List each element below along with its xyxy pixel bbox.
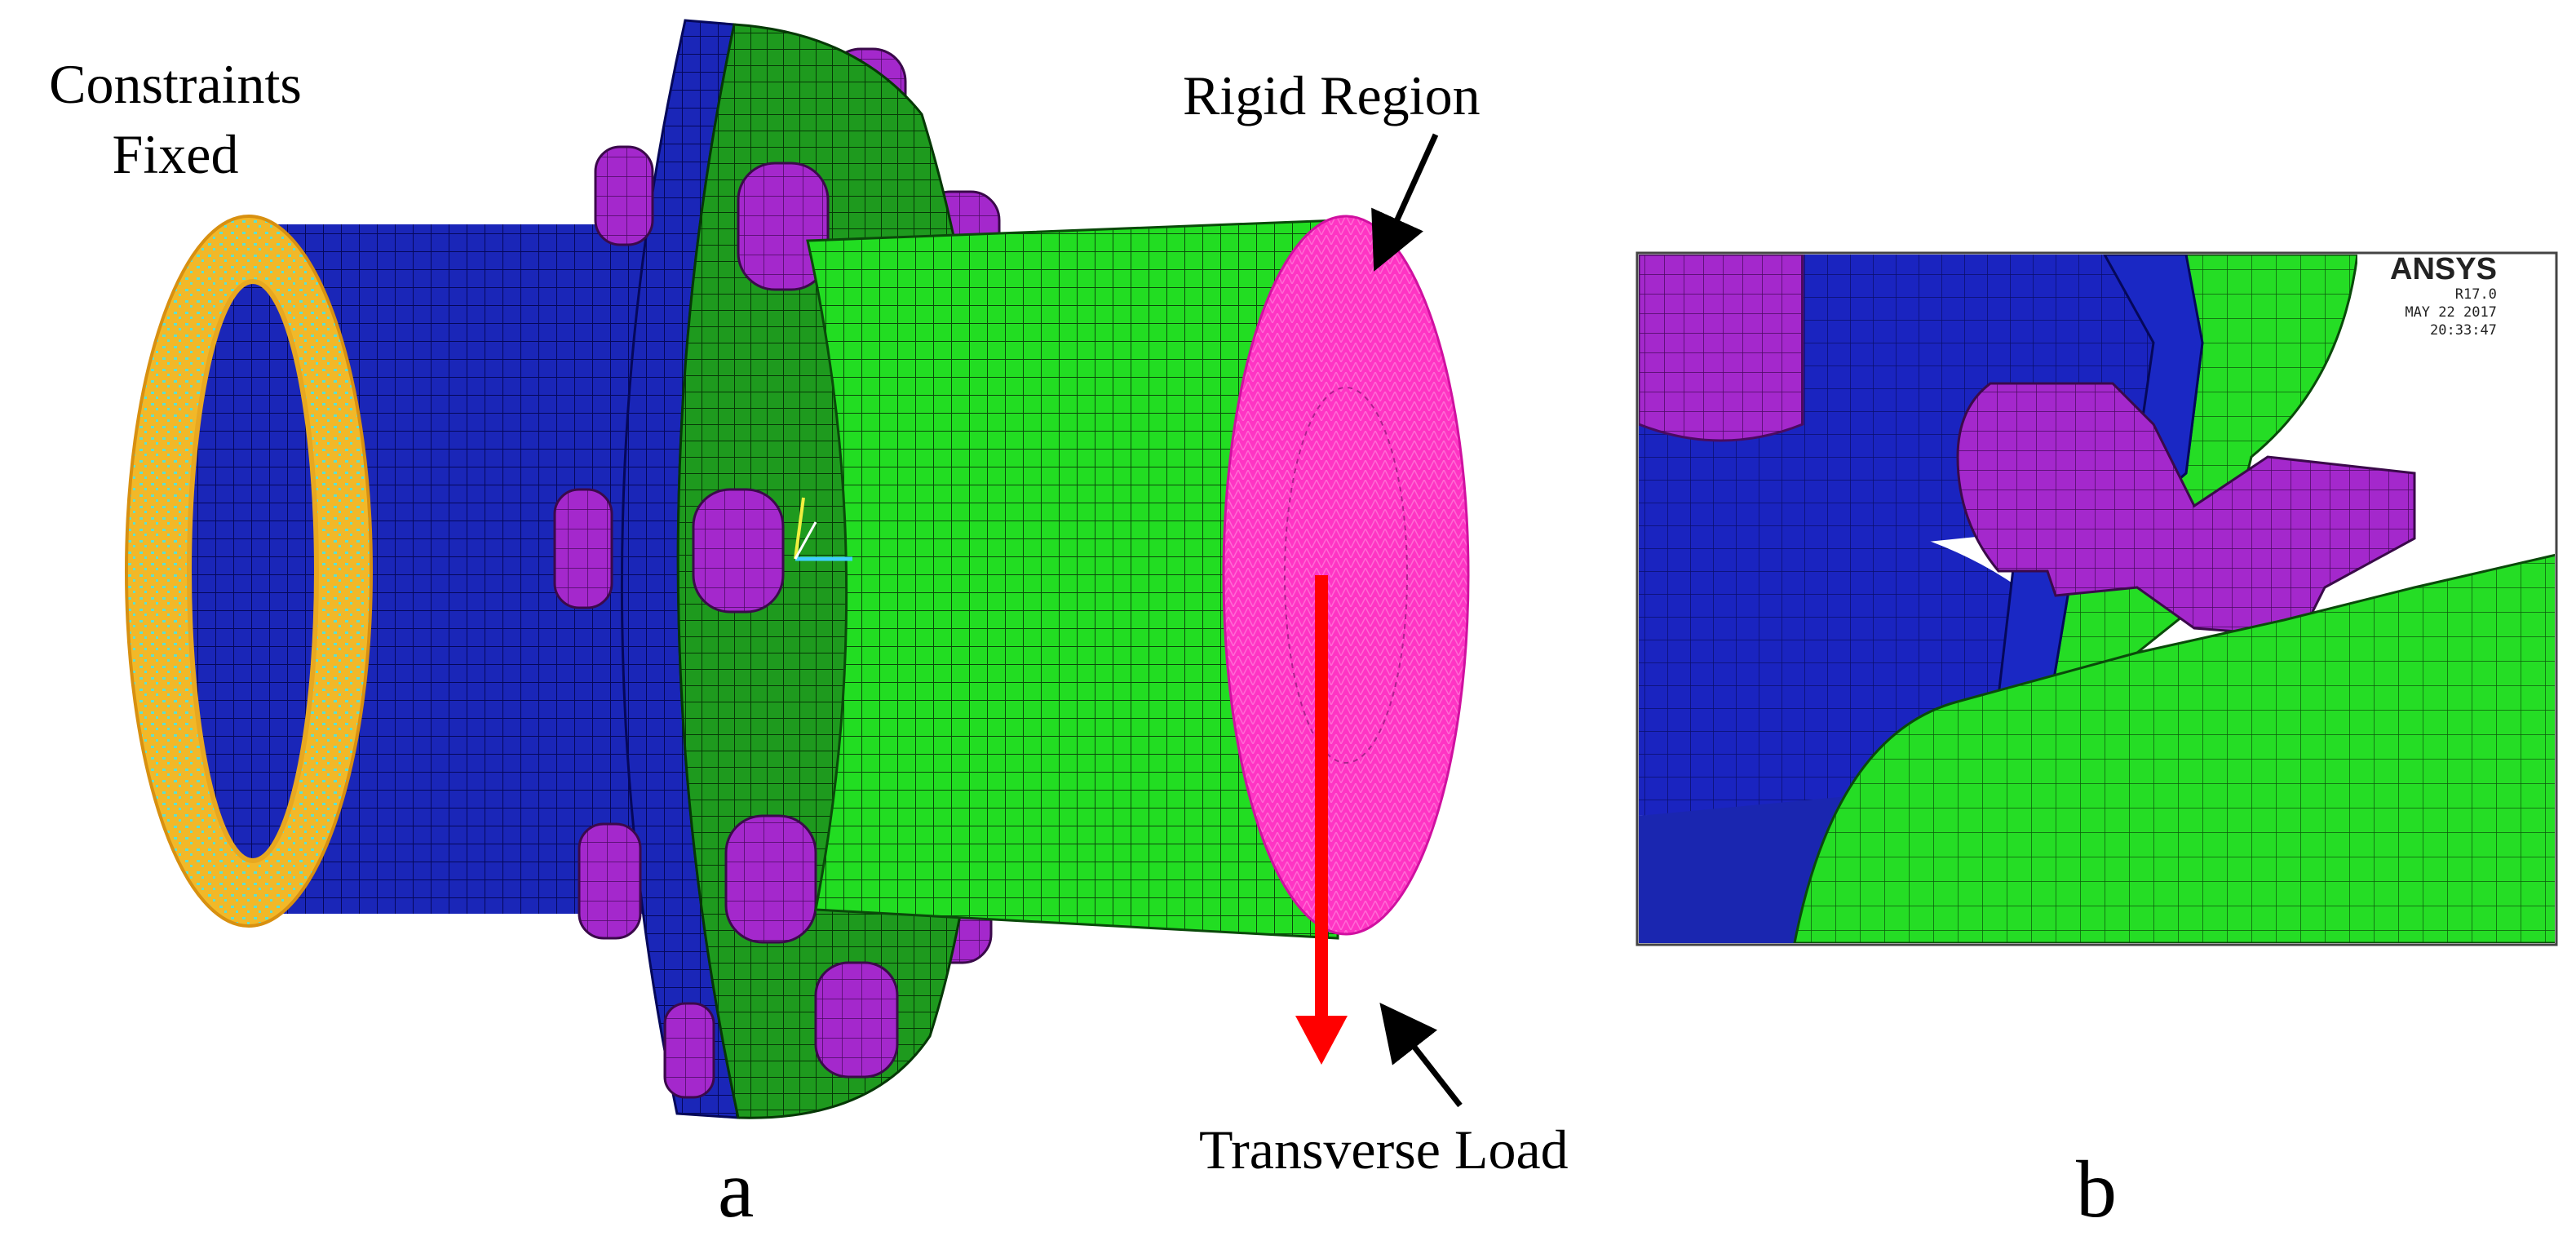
rigid-region-label: Rigid Region: [1183, 64, 1481, 126]
coordinate-triad-icon: [794, 497, 852, 561]
ansys-version: R17.0: [2454, 286, 2497, 303]
ansys-time: 20:33:47: [2430, 322, 2497, 339]
transverse-load-label: Transverse Load: [1199, 1119, 1569, 1181]
constraints-label-line2: Fixed: [112, 123, 239, 185]
panel-a-label: a: [718, 1144, 755, 1234]
panel-a-model: [125, 19, 1470, 1119]
constraints-label-line1: Constraints: [49, 53, 302, 115]
ansys-stamp: ANSYS R17.0 MAY 22 2017 20:33:47: [2390, 253, 2497, 339]
panel-b-detail: [1635, 251, 2558, 946]
constraint-ring: [125, 215, 373, 928]
panel-b-label: b: [2076, 1144, 2117, 1234]
annotation-arrows: [1371, 133, 1463, 1108]
bolt-cross-section: [1956, 382, 2416, 638]
transverse-load-arrow: [1295, 575, 1348, 1065]
ansys-date: MAY 22 2017: [2405, 304, 2497, 321]
rigid-region-disc: [1222, 215, 1470, 936]
blue-pipe-body: [277, 224, 653, 914]
green-pipe-body: [806, 219, 1339, 940]
rigid-region-pointer: [1371, 133, 1439, 272]
transverse-load-pointer: [1379, 1002, 1463, 1108]
front-bolts: [553, 145, 899, 1099]
constraints-fixed-label: Constraints Fixed: [16, 49, 334, 189]
ansys-brand: ANSYS: [2390, 252, 2497, 286]
